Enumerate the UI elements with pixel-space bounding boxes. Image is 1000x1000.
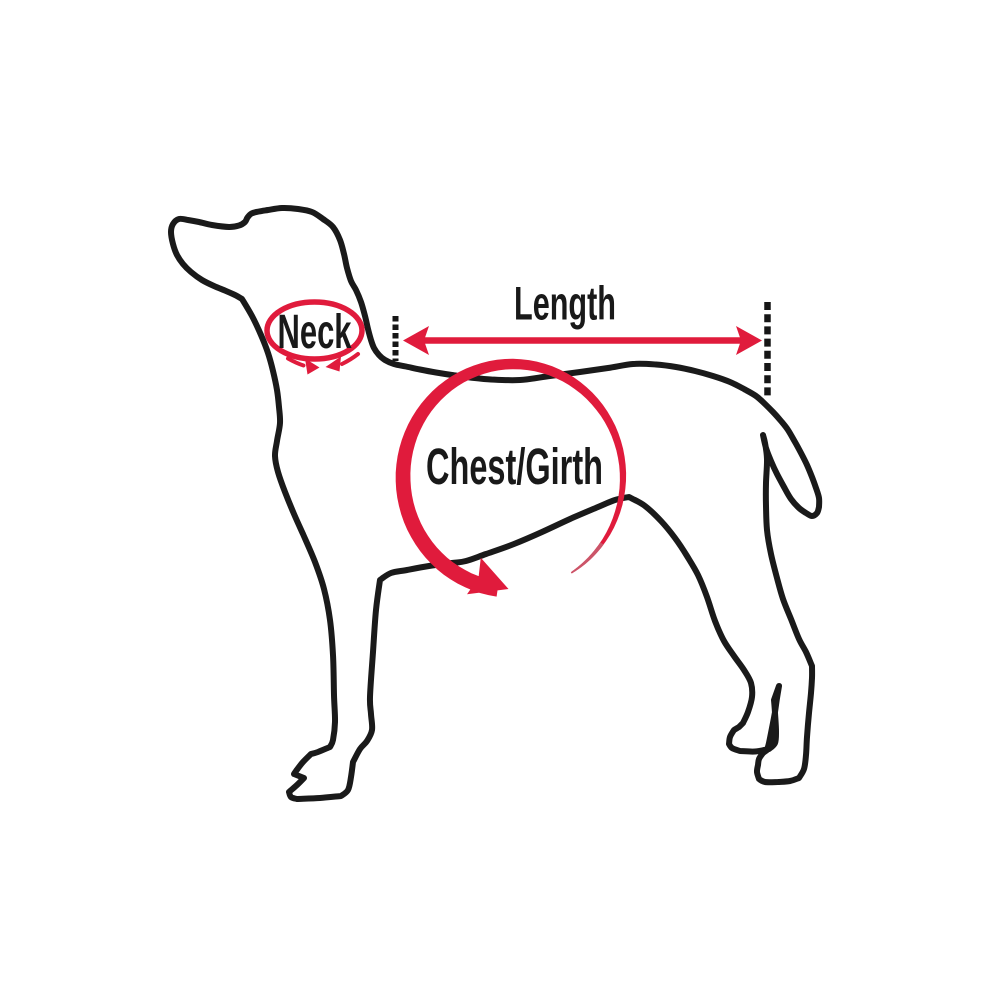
svg-text:Chest/Girth: Chest/Girth xyxy=(426,438,603,495)
svg-text:Length: Length xyxy=(514,277,616,330)
svg-text:Neck: Neck xyxy=(278,306,352,359)
